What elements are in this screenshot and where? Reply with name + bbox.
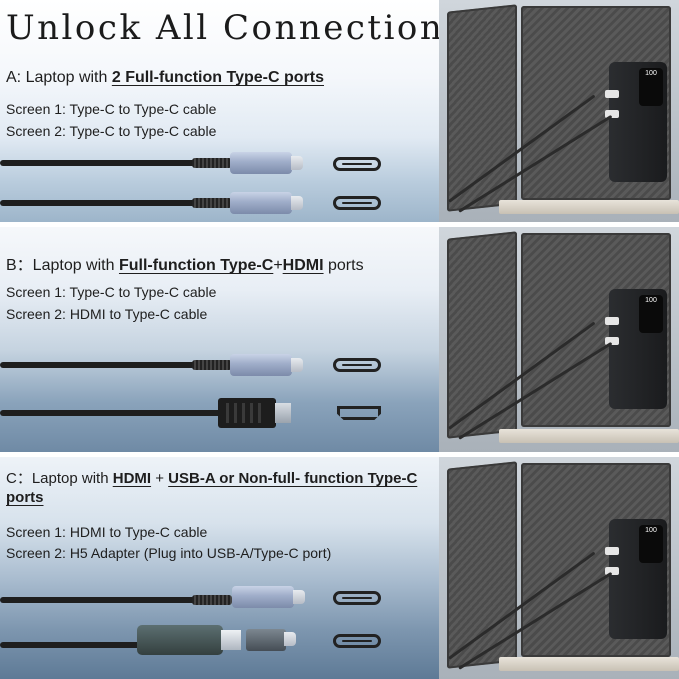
type-c-port-icon bbox=[333, 634, 381, 648]
section-b-heading-highlight2: HDMI bbox=[282, 257, 324, 274]
power-bank-port bbox=[605, 110, 619, 118]
cable-a1-strain-relief bbox=[192, 158, 232, 168]
section-a-heading: A: Laptop with 2 Full-function Type-C po… bbox=[6, 69, 324, 87]
section-b-heading-prefix: B：Laptop with bbox=[6, 257, 119, 274]
section-a-heading-highlight: 2 Full-function Type-C ports bbox=[111, 69, 324, 86]
type-c-port-icon bbox=[333, 358, 381, 372]
product-photo-c: 100 bbox=[439, 457, 679, 679]
type-c-plug-tip-a2 bbox=[291, 196, 303, 210]
section-c-screen1: Screen 1: HDMI to Type-C cable bbox=[6, 524, 208, 540]
type-c-plug-a1 bbox=[230, 152, 292, 174]
cable-c1-strain-relief bbox=[192, 595, 232, 605]
divider bbox=[0, 452, 679, 457]
section-b-screen1: Screen 1: Type-C to Type-C cable bbox=[6, 284, 217, 300]
power-bank-port bbox=[605, 567, 619, 575]
divider bbox=[0, 222, 679, 227]
product-photo-a: 100 bbox=[439, 0, 679, 222]
type-c-plug-tip-a1 bbox=[291, 156, 303, 170]
cable-a2-strain-relief bbox=[192, 198, 232, 208]
type-c-plug-a2 bbox=[230, 192, 292, 214]
section-b-heading-plus: + bbox=[273, 257, 283, 274]
type-c-plug-tip-b1 bbox=[291, 358, 303, 372]
section-b-heading-suffix: ports bbox=[323, 257, 364, 274]
laptop-base bbox=[499, 429, 679, 443]
section-c-heading-highlight2: USB-A or Non-full- function Type-C ports bbox=[6, 470, 418, 506]
section-c-heading-prefix: C：Laptop with bbox=[6, 470, 113, 487]
power-bank: 100 bbox=[605, 62, 667, 182]
power-bank-port bbox=[605, 547, 619, 555]
type-c-port-icon bbox=[333, 591, 381, 605]
cable-a2 bbox=[0, 200, 200, 206]
laptop-base bbox=[499, 200, 679, 214]
usb-a-to-type-c-adapter bbox=[246, 629, 286, 651]
section-b-heading-highlight1: Full-function Type-C bbox=[118, 257, 274, 274]
type-c-port-icon bbox=[333, 157, 381, 171]
section-c-heading: C：Laptop with HDMI + USB-A or Non-full- … bbox=[6, 469, 446, 507]
power-bank-port bbox=[605, 337, 619, 345]
power-bank: 100 bbox=[605, 289, 667, 409]
power-bank: 100 bbox=[605, 519, 667, 639]
cable-c1 bbox=[0, 597, 200, 603]
usb-a-plug bbox=[221, 630, 241, 650]
power-bank-display: 100 bbox=[639, 295, 663, 333]
section-b-heading: B：Laptop with Full-function Type-C+HDMI … bbox=[6, 251, 364, 275]
cable-c2 bbox=[0, 642, 140, 648]
laptop-base bbox=[499, 657, 679, 671]
hdmi-plug-b2 bbox=[218, 398, 276, 428]
section-c-heading-highlight1: HDMI bbox=[112, 470, 152, 487]
section-a-heading-prefix: A: Laptop with bbox=[6, 69, 112, 86]
hdmi-plug-tip-b2 bbox=[275, 403, 291, 423]
section-c-heading-plus: + bbox=[151, 470, 169, 487]
type-c-plug-tip-c1 bbox=[293, 590, 305, 604]
power-bank-display: 100 bbox=[639, 68, 663, 106]
h5-adapter bbox=[137, 625, 223, 655]
section-a-screen1: Screen 1: Type-C to Type-C cable bbox=[6, 101, 217, 117]
type-c-port-icon bbox=[333, 196, 381, 210]
type-c-plug-c1 bbox=[232, 586, 294, 608]
type-c-plug-b1 bbox=[230, 354, 292, 376]
type-c-plug-tip-c2 bbox=[284, 632, 296, 646]
power-bank-port bbox=[605, 90, 619, 98]
cable-b1 bbox=[0, 362, 200, 368]
section-b-screen2: Screen 2: HDMI to Type-C cable bbox=[6, 306, 208, 322]
section-a-screen2: Screen 2: Type-C to Type-C cable bbox=[6, 123, 217, 139]
hdmi-port-icon bbox=[337, 406, 381, 420]
section-c-screen2: Screen 2: H5 Adapter (Plug into USB-A/Ty… bbox=[6, 545, 332, 561]
cable-b1-strain-relief bbox=[192, 360, 232, 370]
cable-b2 bbox=[0, 410, 222, 416]
power-bank-display: 100 bbox=[639, 525, 663, 563]
page-title: Unlock All Connections bbox=[6, 8, 465, 48]
power-bank-port bbox=[605, 317, 619, 325]
cable-a1 bbox=[0, 160, 200, 166]
product-photo-b: 100 bbox=[439, 227, 679, 452]
